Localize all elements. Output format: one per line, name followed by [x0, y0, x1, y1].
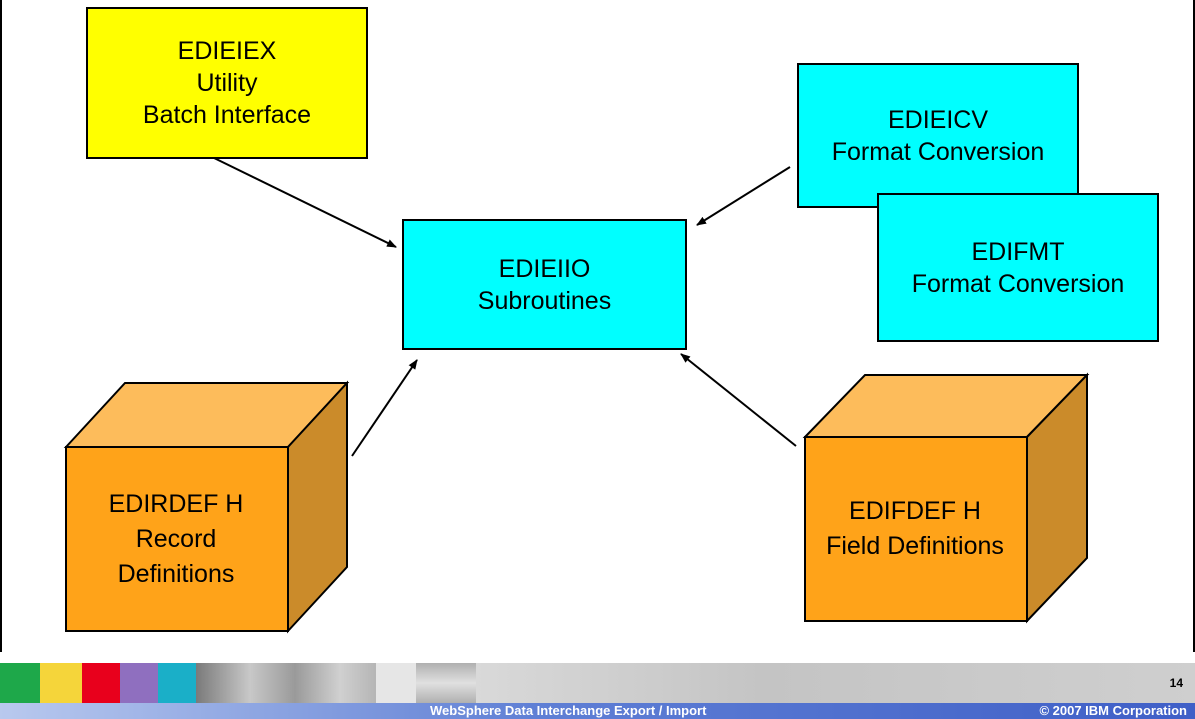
footer-color-tile-yellow	[40, 663, 82, 703]
footer-copyright: © 2007 IBM Corporation	[1039, 703, 1187, 718]
edieiex-line-1: EDIEIEX	[177, 37, 277, 65]
edirdef-cube	[63, 380, 350, 634]
footer-color-tile-purple	[120, 663, 158, 703]
arrow-edieicv-to-edieiio	[696, 166, 791, 226]
footer-gray-band	[476, 663, 1195, 703]
edieiex-line-2: Utility	[196, 69, 258, 97]
arrow-edieiex-to-edieiio	[209, 155, 397, 248]
edieiio-line-2: Subroutines	[477, 286, 612, 315]
edieicv-line-2: Format Conversion	[831, 137, 1045, 166]
arrow-edirdef-to-edieiio	[351, 359, 418, 457]
footer-color-tile-red	[82, 663, 120, 703]
edirdef-line-1: EDIRDEF H	[108, 489, 244, 518]
edifdef-cube	[802, 372, 1090, 624]
edieiio-node: EDIEIIO Subroutines	[402, 219, 687, 350]
edirdef-line-2: Record	[135, 524, 217, 553]
edifdef-line-1: EDIFDEF H	[849, 497, 981, 525]
arrow-edifdef-to-edieiio	[680, 353, 797, 447]
edirdef-node-label: EDIRDEF H Record Definitions	[66, 447, 286, 631]
footer-title: WebSphere Data Interchange Export / Impo…	[430, 703, 707, 718]
edieiio-line-1: EDIEIIO	[498, 254, 591, 283]
edieicv-line-1: EDIEICV	[887, 105, 989, 134]
page-number: 14	[1169, 676, 1183, 690]
edifmt-line-1: EDIFMT	[971, 237, 1065, 266]
edieiex-node: EDIEIEX Utility Batch Interface	[86, 7, 368, 159]
edieiex-line-3: Batch Interface	[142, 101, 312, 129]
edifdef-line-2: Field Definitions	[826, 532, 1004, 560]
slide-footer: 14 WebSphere Data Interchange Export / I…	[0, 652, 1195, 719]
edifdef-node-label: EDIFDEF H Field Definitions	[805, 437, 1025, 621]
footer-gray-tile	[376, 663, 416, 703]
edifmt-node: EDIFMT Format Conversion	[877, 193, 1159, 342]
footer-color-tile-teal	[158, 663, 196, 703]
footer-color-tile-green	[0, 663, 40, 703]
footer-photo-strip	[196, 663, 376, 703]
diagram-connectors	[63, 155, 1090, 634]
footer-title-band	[0, 703, 1195, 719]
edieicv-node: EDIEICV Format Conversion	[797, 63, 1079, 208]
slide-frame	[0, 0, 1195, 652]
edirdef-line-3: Definitions	[117, 559, 235, 588]
footer-pattern-tile	[416, 663, 476, 703]
edifmt-line-2: Format Conversion	[911, 269, 1125, 298]
